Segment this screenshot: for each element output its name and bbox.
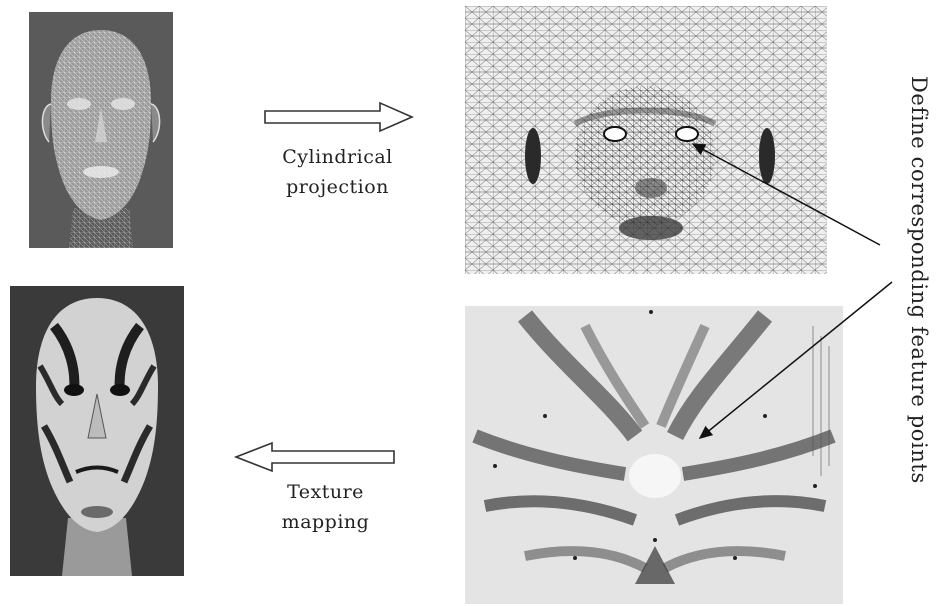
cylindrical-label-line2: projection [250,172,425,202]
texture-label-line2: mapping [238,507,413,537]
cylindrical-projection-label: Cylindrical projection [250,142,425,202]
feature-points-text: Define corresponding feature points [904,76,934,596]
cylindrical-label-line1: Cylindrical [250,142,425,172]
outline-arrow-right-icon [262,100,417,138]
painted-texture-image [465,306,843,604]
textured-head-image [10,286,184,576]
texture-label-line1: Texture [238,477,413,507]
texture-mapping-label: Texture mapping [238,477,413,537]
outline-arrow-left-icon [232,440,397,478]
cylindrical-mesh-image [465,6,827,274]
wireframe-head-image [29,12,173,248]
feature-points-label: Define corresponding feature points [904,76,934,596]
